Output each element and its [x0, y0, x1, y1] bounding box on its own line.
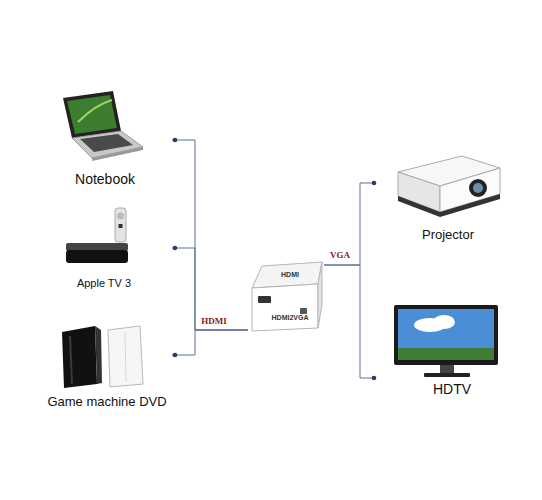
cable-line [172, 330, 248, 355]
display-device: Projector [376, 148, 504, 245]
console-dvd-picture [62, 326, 143, 388]
device-label: Notebook [75, 172, 135, 187]
cable-line [172, 140, 248, 330]
source-device: Apple TV 3 [40, 200, 172, 292]
apple-tv-picture [66, 208, 128, 263]
cable-line [172, 248, 248, 330]
connector-dot [173, 246, 178, 251]
cable-line [324, 183, 376, 265]
connector-dot [372, 376, 377, 381]
device-marking: HDMI2VGA [272, 314, 309, 322]
connector-dot [372, 181, 377, 186]
device-label: Projector [422, 228, 474, 242]
source-device: Game machine DVD [40, 320, 172, 412]
laptop-picture [63, 91, 143, 161]
connector-dot [173, 138, 178, 143]
device-label: HDTV [433, 382, 471, 397]
signal-label: HDMI [200, 317, 228, 327]
device-marking: HDMI [281, 271, 299, 279]
source-device: Notebook [40, 88, 172, 192]
projector-picture [398, 156, 500, 217]
cable-line [324, 265, 376, 378]
device-label: Apple TV 3 [77, 277, 131, 289]
connector-dot [173, 353, 178, 358]
display-device: HDTV [376, 298, 504, 398]
signal-label: VGA [329, 251, 351, 261]
device-label: Game machine DVD [47, 395, 166, 409]
hdtv-picture [394, 305, 498, 377]
converter-picture [252, 262, 322, 331]
converter-box: HDMI HDMI2VGA [248, 255, 324, 332]
